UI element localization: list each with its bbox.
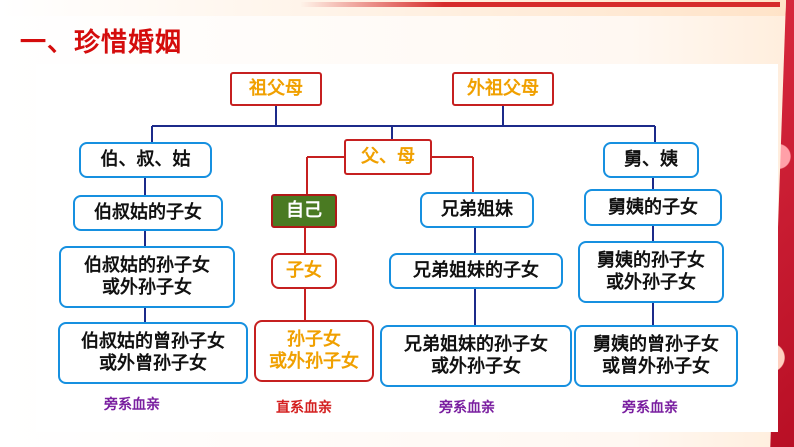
label-collateral-mid: 旁系血亲 — [439, 400, 495, 416]
node-line-1: 伯叔姑的曾孙子女 — [81, 331, 225, 352]
node-siblings-children: 兄弟姐妹的子女 — [389, 253, 563, 289]
node-uncles-aunts-children: 伯叔姑的子女 — [73, 195, 223, 231]
node-line-2: 或外孙子女 — [606, 272, 696, 293]
node-grandchildren: 孙子女 或外孙子女 — [254, 320, 374, 382]
node-siblings-grandchildren: 兄弟姐妹的孙子女 或外孙子女 — [380, 325, 572, 387]
node-parents: 父、母 — [344, 139, 432, 175]
slide-title: 一、珍惜婚姻 — [20, 28, 183, 58]
node-uncles-aunts: 伯、叔、姑 — [79, 142, 212, 178]
node-line-2: 或外曾孙子女 — [99, 353, 207, 374]
node-line-1: 舅姨的孙子女 — [597, 250, 705, 271]
node-maternal-grandparents: 外祖父母 — [452, 72, 554, 106]
top-red-stripe — [300, 2, 780, 7]
node-line-2: 或外孙子女 — [269, 351, 359, 372]
node-siblings: 兄弟姐妹 — [420, 192, 534, 228]
label-collateral-left: 旁系血亲 — [104, 397, 160, 413]
node-maternal-great-grandchildren: 舅姨的曾孙子女 或曾外孙子女 — [574, 325, 738, 387]
node-line-1: 舅姨的曾孙子女 — [593, 334, 719, 355]
node-line-2: 或外孙子女 — [431, 356, 521, 377]
node-maternal-uncles-aunts-children: 舅姨的子女 — [584, 189, 722, 226]
node-grandparents: 祖父母 — [230, 72, 322, 106]
node-uncles-aunts-grandchildren: 伯叔姑的孙子女 或外孙子女 — [59, 246, 235, 308]
node-line-2: 或外孙子女 — [102, 277, 192, 298]
node-line-1: 兄弟姐妹的孙子女 — [404, 334, 548, 355]
node-self: 自己 — [271, 194, 337, 228]
node-line-2: 或曾外孙子女 — [602, 356, 710, 377]
node-uncles-aunts-great-grandchildren: 伯叔姑的曾孙子女 或外曾孙子女 — [58, 322, 248, 384]
node-maternal-grandchildren: 舅姨的孙子女 或外孙子女 — [578, 241, 724, 303]
label-direct: 直系血亲 — [276, 400, 332, 416]
label-collateral-right: 旁系血亲 — [622, 400, 678, 416]
node-maternal-uncles-aunts: 舅、姨 — [603, 142, 699, 178]
node-line-1: 伯叔姑的孙子女 — [84, 255, 210, 276]
node-line-1: 孙子女 — [287, 329, 341, 350]
node-children: 子女 — [271, 253, 337, 289]
